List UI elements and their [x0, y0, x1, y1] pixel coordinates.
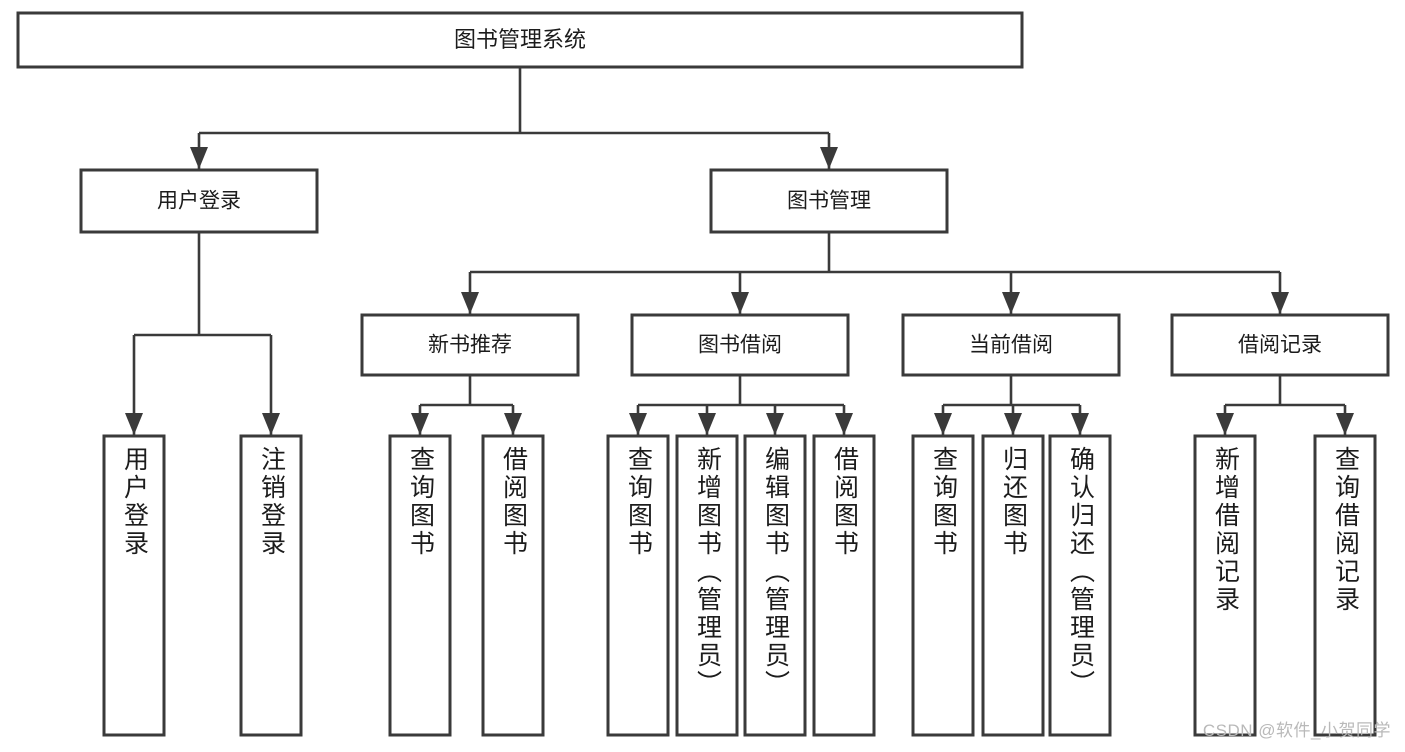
leaf-box-leaf-edit-book[interactable]	[743, 434, 807, 737]
arrow-head-icon	[262, 413, 280, 435]
node-box-borrow-record[interactable]	[1170, 313, 1390, 377]
watermark-text: CSDN @软件_小贺同学	[1202, 721, 1391, 740]
root-node-label: 图书管理系统	[454, 27, 586, 52]
arrow-head-icon	[125, 413, 143, 435]
arrow-head-icon	[190, 147, 208, 169]
node-box-user-login[interactable]	[79, 168, 319, 234]
node-box-book-borrow[interactable]	[630, 313, 850, 377]
node-boxes	[16, 11, 1390, 737]
leaf-box-leaf-confirm-return[interactable]	[1048, 434, 1112, 737]
leaf-box-leaf-return-book[interactable]	[981, 434, 1045, 737]
arrow-head-icon	[766, 413, 784, 435]
arrow-head-icon	[1336, 413, 1354, 435]
leaf-box-leaf-add-book[interactable]	[675, 434, 739, 737]
arrow-head-icon	[629, 413, 647, 435]
leaf-box-leaf-query-book-2[interactable]	[606, 434, 670, 737]
arrow-head-icon	[934, 413, 952, 435]
node-box-new-book-rec[interactable]	[360, 313, 580, 377]
node-label-user-login: 用户登录	[157, 190, 241, 213]
leaf-box-leaf-borrow-book-2[interactable]	[812, 434, 876, 737]
node-label-borrow-record: 借阅记录	[1238, 334, 1322, 357]
node-label-book-manage: 图书管理	[787, 190, 871, 213]
arrow-head-icon	[698, 413, 716, 435]
arrow-head-icon	[1071, 413, 1089, 435]
node-box-book-manage[interactable]	[709, 168, 949, 234]
arrow-head-icon	[1004, 413, 1022, 435]
arrow-head-icon	[731, 292, 749, 314]
arrow-head-icon	[1002, 292, 1020, 314]
root-node-box[interactable]	[16, 11, 1024, 69]
leaf-box-leaf-user-logout[interactable]	[239, 434, 303, 737]
arrow-head-icon	[1271, 292, 1289, 314]
node-label-current-borrow: 当前借阅	[969, 334, 1053, 357]
leaf-box-leaf-user-login[interactable]	[102, 434, 166, 737]
arrow-head-icon	[1216, 413, 1234, 435]
node-label-new-book-rec: 新书推荐	[428, 334, 512, 357]
leaf-box-leaf-borrow-book-1[interactable]	[481, 434, 545, 737]
leaf-box-leaf-query-record[interactable]	[1313, 434, 1377, 737]
node-label-book-borrow: 图书借阅	[698, 334, 782, 357]
arrow-head-icon	[820, 147, 838, 169]
connector-lines	[125, 67, 1354, 435]
leaf-box-leaf-query-book-3[interactable]	[911, 434, 975, 737]
node-box-current-borrow[interactable]	[901, 313, 1121, 377]
arrow-head-icon	[411, 413, 429, 435]
arrow-head-icon	[835, 413, 853, 435]
leaf-box-leaf-query-book-1[interactable]	[388, 434, 452, 737]
arrow-head-icon	[504, 413, 522, 435]
arrow-head-icon	[461, 292, 479, 314]
leaf-box-leaf-add-record[interactable]	[1193, 434, 1257, 737]
